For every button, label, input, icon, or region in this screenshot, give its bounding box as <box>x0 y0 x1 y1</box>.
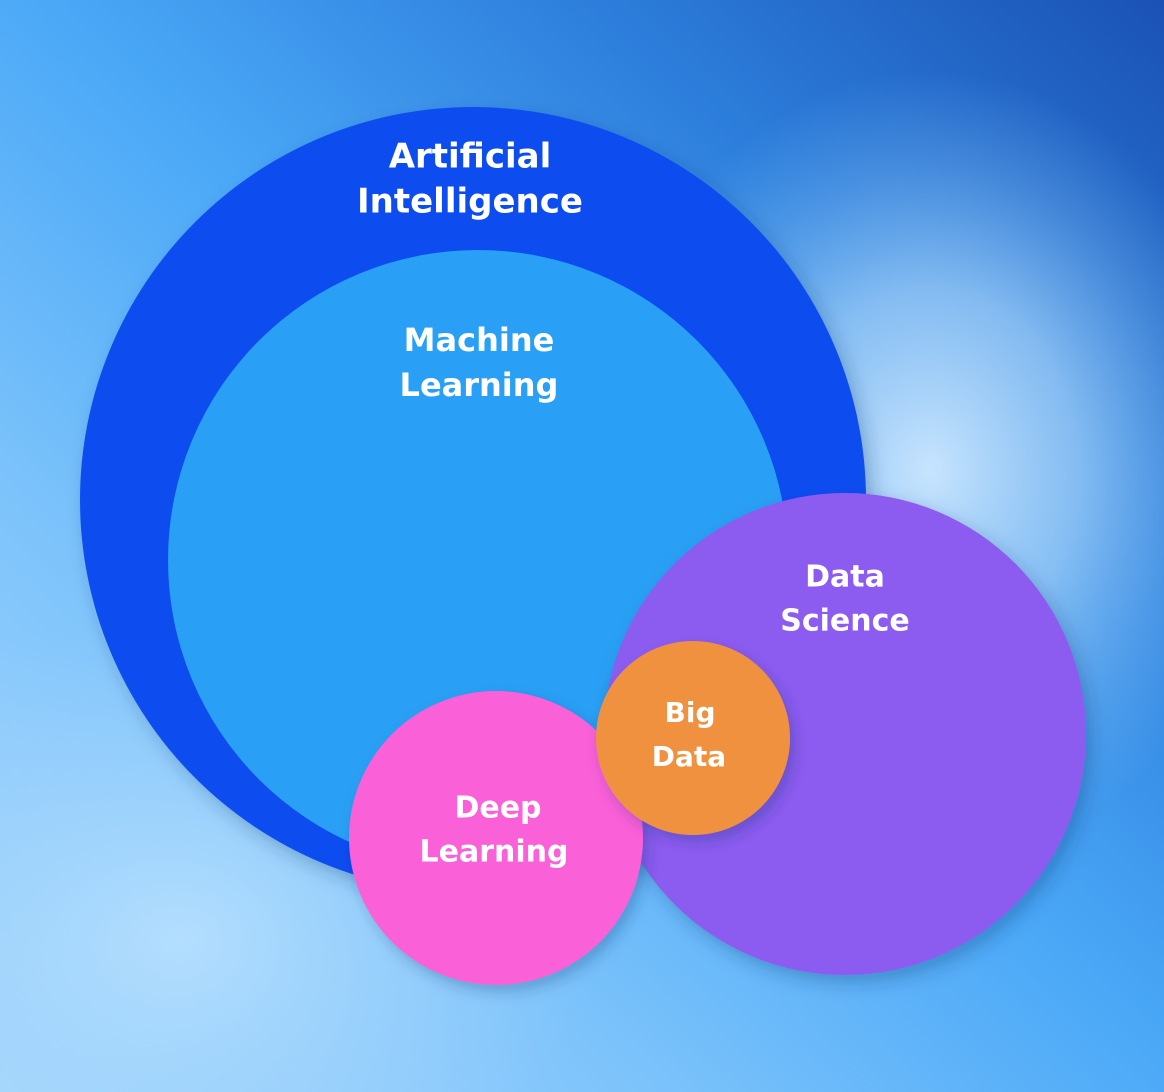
data-science-shape[interactable] <box>604 493 1086 975</box>
data-science-label-line2: Science <box>780 604 910 639</box>
big-data-label-line1: Big <box>665 696 716 729</box>
machine-learning-label-line2: Learning <box>400 366 559 404</box>
circle-data-science[interactable]: Data Science <box>604 493 1086 975</box>
big-data-shape[interactable] <box>596 641 790 835</box>
big-data-label-line2: Data <box>652 740 726 773</box>
deep-learning-label-line1: Deep <box>454 791 541 826</box>
machine-learning-label-line1: Machine <box>404 321 555 359</box>
circle-big-data[interactable]: Big Data <box>596 641 790 835</box>
artificial-intelligence-label-line1: Artificial <box>389 137 552 177</box>
data-science-label-line1: Data <box>805 560 885 595</box>
circle-deep-learning[interactable]: Deep Learning <box>349 691 643 985</box>
deep-learning-label-line2: Learning <box>420 835 569 870</box>
deep-learning-shape[interactable] <box>349 691 643 985</box>
artificial-intelligence-label-line2: Intelligence <box>357 182 583 222</box>
